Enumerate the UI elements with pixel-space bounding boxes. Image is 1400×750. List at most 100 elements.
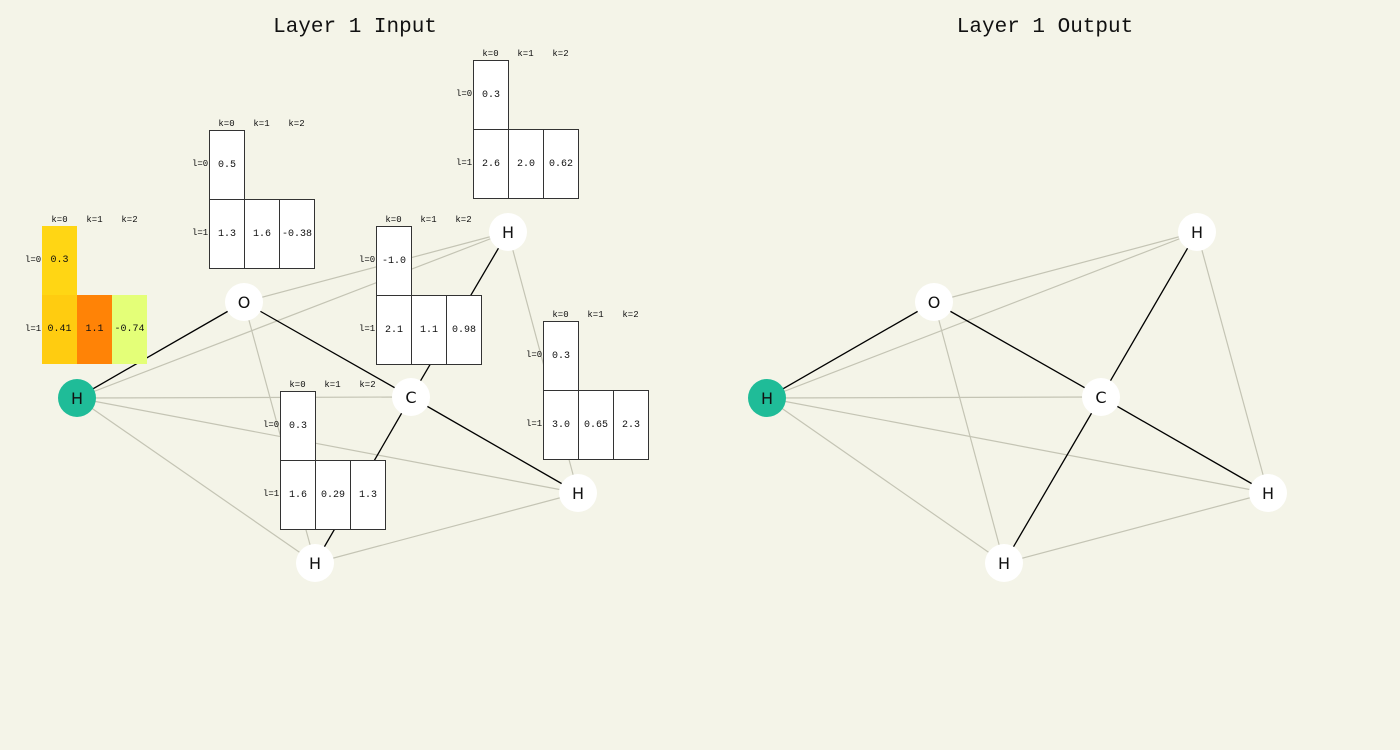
- atom-node-H1[interactable]: H: [489, 213, 527, 251]
- faint-edge: [1196, 231, 1269, 494]
- l-index-label: l=1: [456, 158, 473, 168]
- tensor-cell: 1.1: [411, 295, 447, 365]
- tensor-cell: 1.6: [244, 199, 280, 269]
- atom-circle[interactable]: [915, 283, 953, 321]
- tensor-cell: 0.3: [473, 60, 509, 130]
- k-index-label: k=0: [289, 380, 306, 390]
- k-index-label: k=1: [517, 49, 534, 59]
- atom-node-O[interactable]: O: [915, 283, 953, 321]
- faint-edge: [933, 301, 1005, 564]
- k-index-label: k=2: [622, 310, 639, 320]
- faint-edge: [76, 397, 579, 494]
- tensor-cell: 0.5: [209, 130, 245, 200]
- bond-edge: [766, 301, 935, 399]
- l-index-label: l=0: [526, 350, 543, 360]
- tensor-cell: -1.0: [376, 226, 412, 296]
- tensor-cell: 0.29: [315, 460, 351, 530]
- atom-label: C: [1095, 388, 1106, 407]
- atom-node-H2[interactable]: H: [1249, 474, 1287, 512]
- k-index-label: k=2: [359, 380, 376, 390]
- bond-edge: [933, 301, 1102, 398]
- faint-edge: [76, 231, 509, 399]
- atom-node-H0[interactable]: H: [748, 379, 786, 417]
- tensor-cell: 2.6: [473, 129, 509, 199]
- atom-label: H: [572, 484, 584, 503]
- atom-circle[interactable]: [58, 379, 96, 417]
- l-index-label: l=1: [25, 324, 42, 334]
- k-index-label: k=2: [288, 119, 305, 129]
- tensor-cell: 0.62: [543, 129, 579, 199]
- atom-label: C: [405, 388, 416, 407]
- atom-node-C[interactable]: C: [1082, 378, 1120, 416]
- tensor-cell: 3.0: [543, 390, 579, 460]
- tensor-cell: 2.0: [508, 129, 544, 199]
- atom-node-H3[interactable]: H: [985, 544, 1023, 582]
- atom-circle[interactable]: [1082, 378, 1120, 416]
- atom-node-O[interactable]: O: [225, 283, 263, 321]
- atom-label: H: [761, 389, 773, 408]
- atom-node-C[interactable]: C: [392, 378, 430, 416]
- atom-circle[interactable]: [296, 544, 334, 582]
- k-index-label: k=1: [253, 119, 270, 129]
- l-index-label: l=0: [192, 159, 209, 169]
- k-index-label: k=0: [482, 49, 499, 59]
- tensor-cell: 2.1: [376, 295, 412, 365]
- atom-label: O: [928, 293, 941, 312]
- bond-edge: [243, 301, 412, 398]
- k-index-label: k=1: [420, 215, 437, 225]
- faint-edge: [1003, 492, 1269, 564]
- atom-circle[interactable]: [985, 544, 1023, 582]
- tensor-cell: -0.38: [279, 199, 315, 269]
- faint-edge: [76, 397, 316, 564]
- faint-edge: [76, 396, 412, 399]
- tensor-cell: 1.6: [280, 460, 316, 530]
- atom-node-H0[interactable]: H: [58, 379, 96, 417]
- atom-circle[interactable]: [559, 474, 597, 512]
- l-index-label: l=1: [263, 489, 280, 499]
- k-index-label: k=0: [51, 215, 68, 225]
- atom-circle[interactable]: [392, 378, 430, 416]
- tensor-cell: 0.41: [42, 295, 77, 364]
- faint-edge: [933, 231, 1198, 303]
- tensor-cell: 1.3: [350, 460, 386, 530]
- k-index-label: k=0: [385, 215, 402, 225]
- l-index-label: l=1: [192, 228, 209, 238]
- faint-edge: [314, 492, 579, 564]
- output-panel-title: Layer 1 Output: [956, 16, 1134, 39]
- tensor-cell: 0.3: [543, 321, 579, 391]
- k-index-label: k=1: [86, 215, 103, 225]
- faint-edge: [766, 397, 1269, 494]
- k-index-label: k=1: [324, 380, 341, 390]
- atom-circle[interactable]: [1178, 213, 1216, 251]
- atom-circle[interactable]: [748, 379, 786, 417]
- output-graph: H O C H H H: [748, 213, 1287, 582]
- bond-edge: [1100, 231, 1198, 398]
- tensor-cell: 0.98: [446, 295, 482, 365]
- input-panel-title: Layer 1 Input: [273, 16, 437, 39]
- faint-edge: [766, 231, 1198, 399]
- l-index-label: l=0: [359, 255, 376, 265]
- tensor-cell: 0.3: [280, 391, 316, 461]
- tensor-cell: 0.65: [578, 390, 614, 460]
- atom-node-H1[interactable]: H: [1178, 213, 1216, 251]
- tensor-cell: 1.1: [77, 295, 112, 364]
- faint-edge: [766, 396, 1102, 399]
- tensor-cell: 2.3: [613, 390, 649, 460]
- k-index-label: k=1: [587, 310, 604, 320]
- atom-node-H3[interactable]: H: [296, 544, 334, 582]
- l-index-label: l=0: [25, 255, 42, 265]
- atom-label: H: [998, 554, 1010, 573]
- atom-circle[interactable]: [1249, 474, 1287, 512]
- k-index-label: k=2: [552, 49, 569, 59]
- tensor-cell: -0.74: [112, 295, 147, 364]
- atom-node-H2[interactable]: H: [559, 474, 597, 512]
- atom-label: O: [238, 293, 251, 312]
- atom-label: H: [1191, 223, 1203, 242]
- atom-circle[interactable]: [225, 283, 263, 321]
- atom-circle[interactable]: [489, 213, 527, 251]
- l-index-label: l=0: [263, 420, 280, 430]
- k-index-label: k=2: [455, 215, 472, 225]
- atom-label: H: [1262, 484, 1274, 503]
- bond-edge: [1003, 396, 1102, 564]
